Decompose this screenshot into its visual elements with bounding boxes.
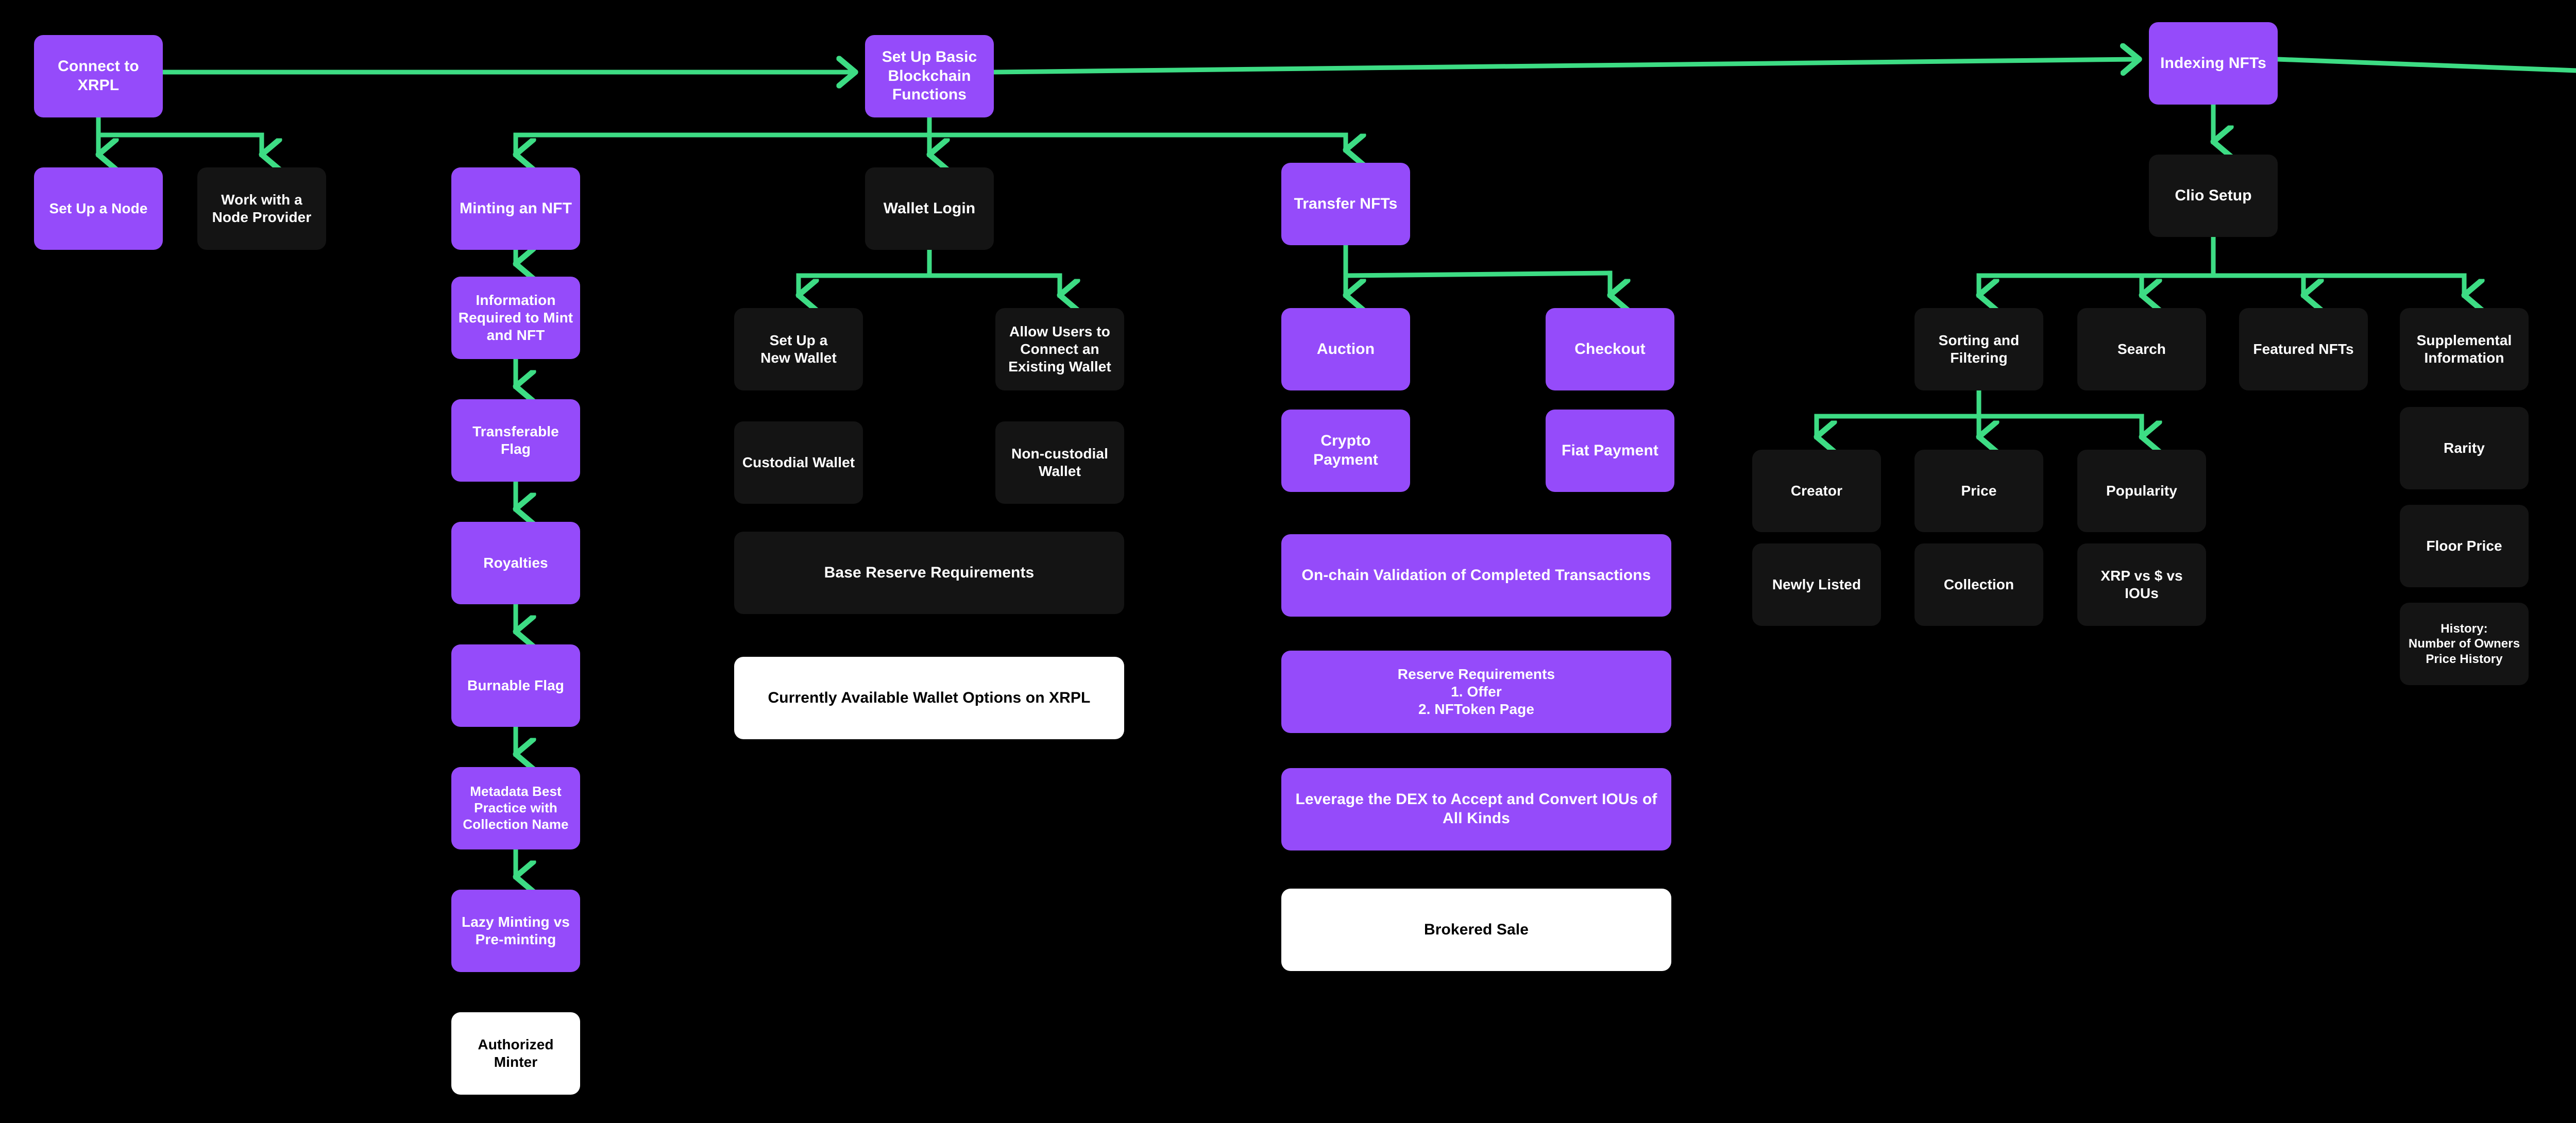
node-burnable-flag[interactable]: Burnable Flag	[451, 644, 580, 727]
node-on-chain-validation-of-completed-transactions[interactable]: On-chain Validation of Completed Transac…	[1281, 534, 1671, 617]
node-sorting-and-filtering[interactable]: Sorting and Filtering	[1914, 308, 2043, 390]
node-information-required-to-mint-and-nft[interactable]: Information Required to Mint and NFT	[451, 277, 580, 359]
node-rarity[interactable]: Rarity	[2400, 407, 2529, 489]
node-set-up-a-node[interactable]: Set Up a Node	[34, 167, 163, 250]
node-auction[interactable]: Auction	[1281, 308, 1410, 390]
node-brokered-sale[interactable]: Brokered Sale	[1281, 889, 1671, 971]
node-authorized-minter[interactable]: Authorized Minter	[451, 1012, 580, 1095]
node-non-custodial-wallet[interactable]: Non-custodial Wallet	[995, 421, 1124, 504]
node-search[interactable]: Search	[2077, 308, 2206, 390]
node-minting-an-nft[interactable]: Minting an NFT	[451, 167, 580, 250]
node-set-up-a-new-wallet[interactable]: Set Up a New Wallet	[734, 308, 863, 390]
node-base-reserve-requirements[interactable]: Base Reserve Requirements	[734, 532, 1124, 614]
node-lazy-minting-vs-pre-minting[interactable]: Lazy Minting vs Pre-minting	[451, 890, 580, 972]
node-transfer-nfts[interactable]: Transfer NFTs	[1281, 163, 1410, 245]
node-work-with-a-node-provider[interactable]: Work with a Node Provider	[197, 167, 326, 250]
node-popularity[interactable]: Popularity	[2077, 450, 2206, 532]
node-reserve-requirements[interactable]: Reserve Requirements 1. Offer 2. NFToken…	[1281, 651, 1671, 733]
node-allow-users-to-connect-an-existing-wallet[interactable]: Allow Users to Connect an Existing Walle…	[995, 308, 1124, 390]
node-newly-listed[interactable]: Newly Listed	[1752, 543, 1881, 626]
node-xrp-vs-dollar-vs-ious[interactable]: XRP vs $ vs IOUs	[2077, 543, 2206, 626]
node-royalties[interactable]: Royalties	[451, 522, 580, 604]
edge-transfernfts-bus	[1343, 270, 1613, 278]
node-creator[interactable]: Creator	[1752, 450, 1881, 532]
node-currently-available-wallet-options-on-xrpl[interactable]: Currently Available Wallet Options on XR…	[734, 657, 1124, 739]
node-wallet-login[interactable]: Wallet Login	[865, 167, 994, 250]
edge-indexing-to-caching	[2275, 57, 2576, 73]
node-featured-nfts[interactable]: Featured NFTs	[2239, 308, 2368, 390]
node-clio-setup[interactable]: Clio Setup	[2149, 155, 2278, 237]
edge-basicfns-to-indexing	[991, 59, 2137, 72]
node-floor-price[interactable]: Floor Price	[2400, 505, 2529, 587]
node-indexing-nfts[interactable]: Indexing NFTs	[2149, 22, 2278, 105]
node-transferable-flag[interactable]: Transferable Flag	[451, 399, 580, 482]
node-crypto-payment[interactable]: Crypto Payment	[1281, 410, 1410, 492]
node-leverage-the-dex[interactable]: Leverage the DEX to Accept and Convert I…	[1281, 768, 1671, 850]
node-price[interactable]: Price	[1914, 450, 2043, 532]
node-metadata-best-practice-with-collection-name[interactable]: Metadata Best Practice with Collection N…	[451, 767, 580, 849]
edge-connect-to-nodeprovider	[96, 132, 262, 155]
node-connect-to-xrpl[interactable]: Connect to XRPL	[34, 35, 163, 117]
node-set-up-basic-blockchain-functions[interactable]: Set Up Basic Blockchain Functions	[865, 35, 994, 117]
node-history-owners-price[interactable]: History: Number of Owners Price History	[2400, 603, 2529, 685]
node-collection[interactable]: Collection	[1914, 543, 2043, 626]
node-fiat-payment[interactable]: Fiat Payment	[1546, 410, 1674, 492]
node-checkout[interactable]: Checkout	[1546, 308, 1674, 390]
node-custodial-wallet[interactable]: Custodial Wallet	[734, 421, 863, 504]
node-supplemental-information[interactable]: Supplemental Information	[2400, 308, 2529, 390]
